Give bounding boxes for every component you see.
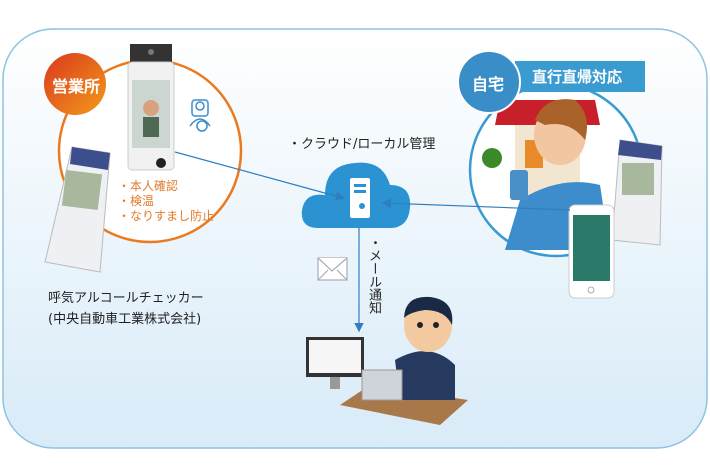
office-badge-bg [44, 53, 106, 115]
arrow-phone-to-cloud [381, 198, 571, 211]
home-banner-bg [515, 61, 645, 92]
cloud-server-icon [301, 162, 411, 228]
home-badge: 自宅 [472, 75, 505, 94]
mail-label: ・メール通知 [366, 236, 381, 314]
product-maker: (中央自動車工業株式会社) [48, 312, 202, 327]
home-banner: 直行直帰対応 [532, 68, 623, 86]
home-badge-bg [457, 50, 521, 114]
office-worker-illustration [306, 296, 468, 425]
envelope-icon [317, 257, 348, 281]
arrow-terminal-to-cloud [174, 151, 346, 201]
breathalyzer-right [611, 139, 663, 246]
office-badge: 営業所 [52, 77, 101, 96]
face-fingerprint-icon [189, 99, 211, 132]
face-recognition-terminal [127, 44, 175, 171]
cloud-label: ・クラウド/ローカル管理 [288, 137, 436, 152]
breathalyzer-left [44, 146, 111, 273]
office-feature-spoofing: ・なりすまし防止 [118, 209, 215, 223]
office-feature-identity: ・本人確認 [118, 179, 179, 193]
office-feature-temperature: ・検温 [118, 194, 155, 208]
home-illustration [482, 99, 610, 250]
product-name: 呼気アルコールチェッカー [48, 291, 204, 306]
smartphone [568, 204, 615, 299]
